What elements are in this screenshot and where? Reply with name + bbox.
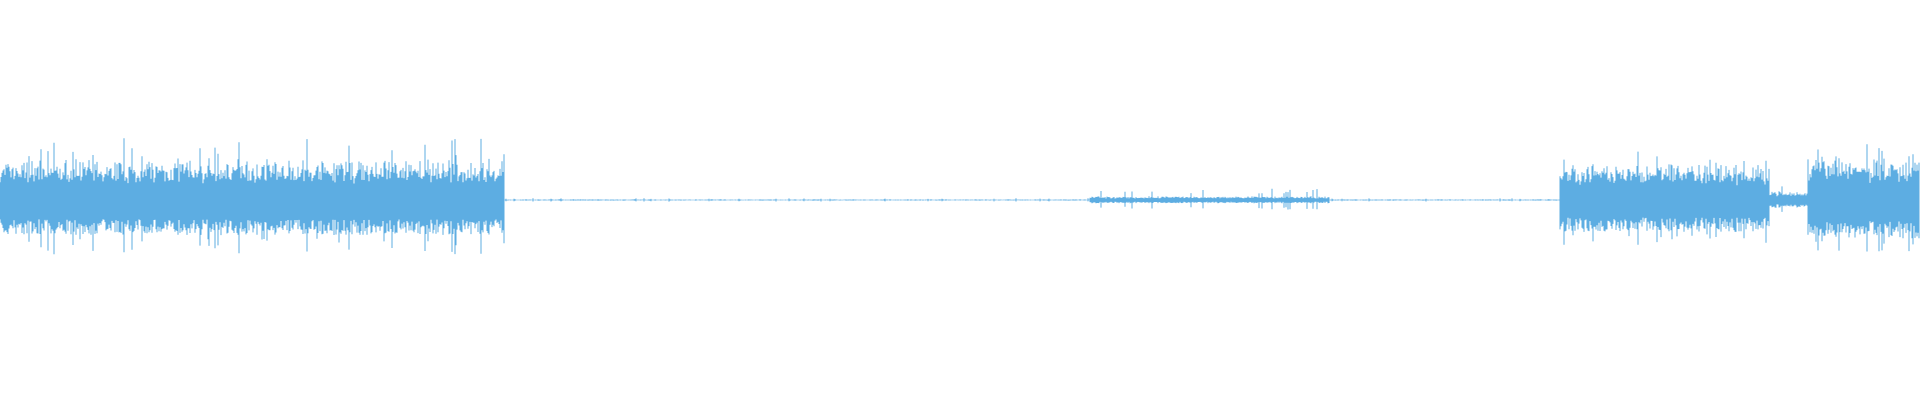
waveform-trace [0,138,1920,255]
